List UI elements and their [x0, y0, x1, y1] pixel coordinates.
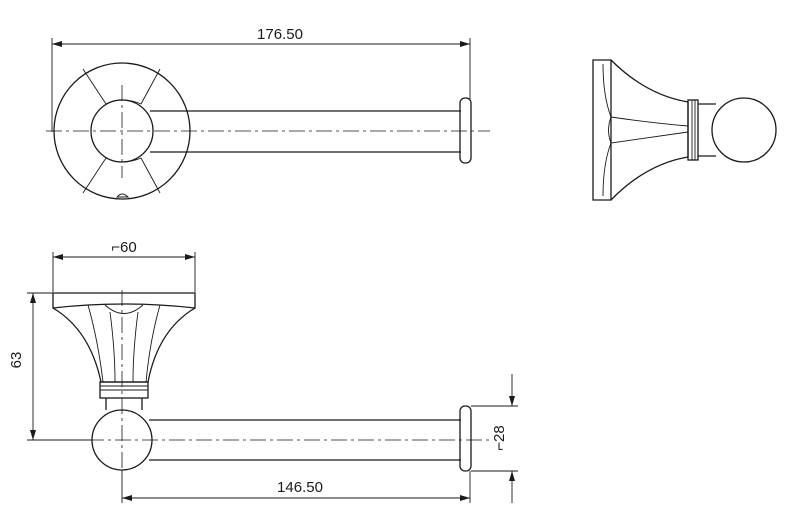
- side-flare-body: [610, 59, 689, 201]
- rosette-petals: [82, 68, 161, 194]
- side-collar: [687, 99, 699, 161]
- dim-overall-length: 176.50: [257, 26, 303, 43]
- screw-hole: [116, 193, 130, 198]
- bar-end-cap: [459, 97, 472, 164]
- dim-bar-length: 146.50: [277, 479, 323, 496]
- dim-bar-diameter: ⌐28: [491, 425, 508, 450]
- side-view: [592, 59, 777, 201]
- dim-height: 63: [8, 352, 25, 369]
- front-view: ⌐60 63 146.50 ⌐28: [8, 239, 518, 503]
- front-bar-end-cap: [459, 405, 472, 472]
- front-base-plate: [52, 292, 196, 309]
- side-ball-end: [711, 97, 777, 163]
- dim-plate-diameter: ⌐60: [111, 239, 136, 256]
- top-view: 176.50: [46, 26, 490, 200]
- front-flare-body: [52, 307, 196, 383]
